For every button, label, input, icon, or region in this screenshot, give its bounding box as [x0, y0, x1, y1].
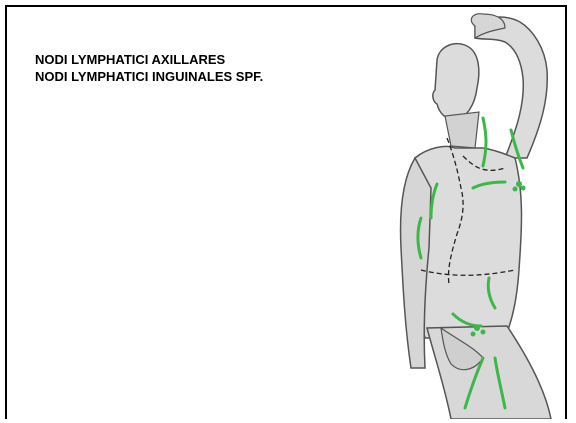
- head: [433, 44, 479, 120]
- arrow-neck: [483, 118, 486, 166]
- axillary-node: [521, 186, 526, 191]
- inguinal-node: [481, 330, 486, 335]
- anatomical-figure-illustration: [355, 8, 555, 419]
- inguinal-node: [471, 332, 476, 337]
- heading-axillary-nodes: NODI LYMPHATICI AXILLARES: [35, 51, 263, 68]
- neck: [445, 112, 479, 148]
- heading-inguinal-nodes: NODI LYMPHATICI INGUINALES SPF.: [35, 68, 263, 85]
- slide-heading: NODI LYMPHATICI AXILLARES NODI LYMPHATIC…: [35, 51, 263, 85]
- axillary-node: [516, 181, 522, 187]
- axillary-node: [513, 187, 518, 192]
- inguinal-node: [474, 325, 480, 331]
